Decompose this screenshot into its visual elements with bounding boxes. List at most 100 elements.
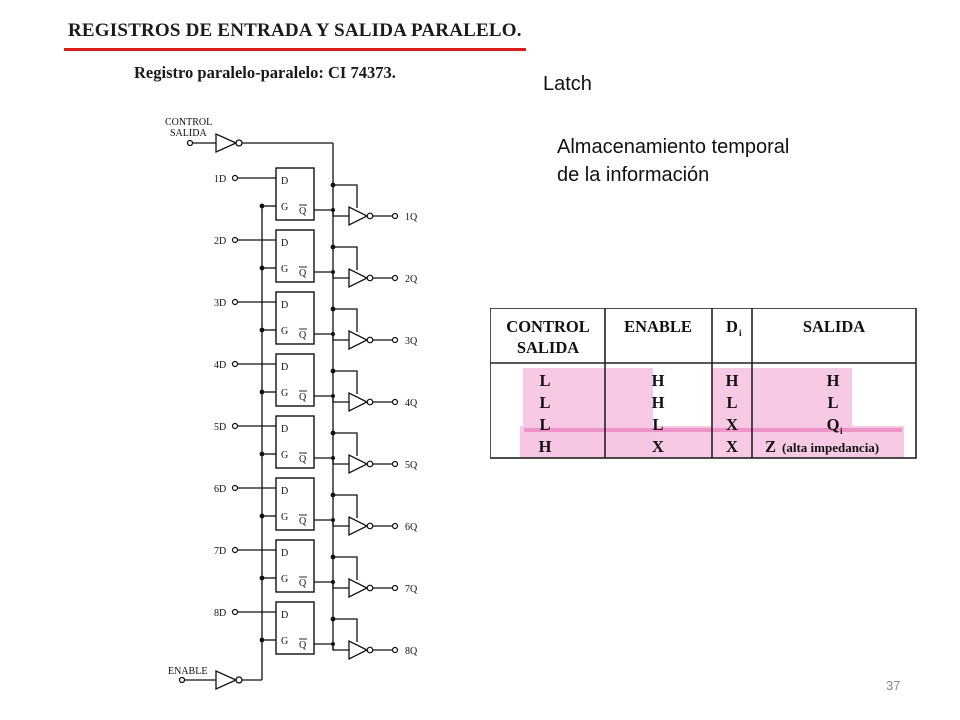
output-label: 6Q <box>405 522 418 533</box>
note-description-line-2: de la información <box>557 164 710 186</box>
buffer-enable-wire <box>333 618 358 642</box>
input-label: 7D <box>214 546 226 557</box>
control-buffer <box>215 132 238 154</box>
cell-control: L <box>539 371 550 390</box>
page-title: REGISTROS DE ENTRADA Y SALIDA PARALELO. <box>68 20 522 41</box>
cell-salida: L <box>827 393 838 412</box>
d-input-terminal <box>231 174 239 182</box>
output-terminal <box>391 336 399 344</box>
latch-box <box>275 539 315 593</box>
d-input-terminal <box>231 422 239 430</box>
tristate-buffer <box>348 267 369 289</box>
buffer-enable-wire <box>333 556 358 580</box>
latch-pin-q: Q <box>299 268 307 279</box>
latch-pin-q: Q <box>299 206 307 217</box>
page-number: 37 <box>886 678 901 693</box>
output-label: 3Q <box>405 336 418 347</box>
buffer-bubble <box>366 336 374 344</box>
d-input-terminal <box>231 360 239 368</box>
output-label: 2Q <box>405 274 418 285</box>
q-output-wire <box>314 209 349 217</box>
buffer-bubble <box>366 522 374 530</box>
input-label: 1D <box>214 174 226 185</box>
tristate-buffer <box>348 639 369 661</box>
output-terminal <box>391 522 399 530</box>
latch-pin-g: G <box>281 512 288 523</box>
cell-control: H <box>539 437 552 456</box>
header-d: D <box>726 317 738 336</box>
cell-enable: H <box>652 393 665 412</box>
buffer-bubble <box>366 212 374 220</box>
enable-junction <box>259 327 265 333</box>
output-terminal <box>391 584 399 592</box>
buffer-enable-wire <box>333 432 358 456</box>
latch-pin-g: G <box>281 326 288 337</box>
buffer-bubble <box>366 274 374 282</box>
cell-control: L <box>539 393 550 412</box>
note-latch: Latch <box>543 73 592 95</box>
output-label: 1Q <box>405 212 418 223</box>
cell-salida: H <box>827 371 840 390</box>
buffer-enable-wire <box>333 494 358 518</box>
latch-pin-d: D <box>281 176 288 187</box>
input-label: 4D <box>214 360 226 371</box>
cell-d: L <box>726 393 737 412</box>
header-control-line-2: SALIDA <box>517 338 579 357</box>
control-junction <box>330 554 336 560</box>
enable-junction <box>259 389 265 395</box>
q-output-wire <box>314 333 349 341</box>
latch-box <box>275 415 315 469</box>
note-description: Almacenamiento temporal de la informació… <box>557 133 789 189</box>
output-terminal <box>391 646 399 654</box>
table-outer-border <box>490 308 917 459</box>
highlight-row-z-stripe <box>524 428 902 432</box>
latch-box <box>275 477 315 531</box>
header-d-subscript: i <box>739 328 742 338</box>
latch-pin-d: D <box>281 610 288 621</box>
header-control-line-1: CONTROL <box>506 317 589 336</box>
latch-pin-d: D <box>281 548 288 559</box>
latch-box <box>275 291 315 345</box>
latch-box <box>275 229 315 283</box>
cell-enable: X <box>652 437 664 456</box>
latch-pin-q: Q <box>299 640 307 651</box>
control-junction <box>330 368 336 374</box>
q-output-wire <box>314 581 349 589</box>
latch-box <box>275 353 315 407</box>
buffer-bubble <box>366 460 374 468</box>
q-output-wire <box>314 519 349 527</box>
input-label: 6D <box>214 484 226 495</box>
enable-junction <box>259 637 265 643</box>
latch-pin-d: D <box>281 424 288 435</box>
q-junction <box>331 456 335 460</box>
q-junction <box>331 580 335 584</box>
latch-box <box>275 601 315 655</box>
enable-junction <box>259 575 265 581</box>
output-label: 4Q <box>405 398 418 409</box>
output-label: 5Q <box>405 460 418 471</box>
page-subtitle: Registro paralelo-paralelo: CI 74373. <box>134 63 396 82</box>
control-junction <box>330 244 336 250</box>
control-junction <box>330 616 336 622</box>
control-junction <box>330 430 336 436</box>
q-output-wire <box>314 643 349 651</box>
enable-junction <box>259 265 265 271</box>
latch-pin-g: G <box>281 202 288 213</box>
q-junction <box>331 518 335 522</box>
latch-pin-g: G <box>281 574 288 585</box>
tristate-buffer <box>348 391 369 413</box>
cell-control: L <box>539 415 550 434</box>
cell-enable: L <box>652 415 663 434</box>
control-junction <box>330 492 336 498</box>
latch-box <box>275 167 315 221</box>
q-junction <box>331 642 335 646</box>
